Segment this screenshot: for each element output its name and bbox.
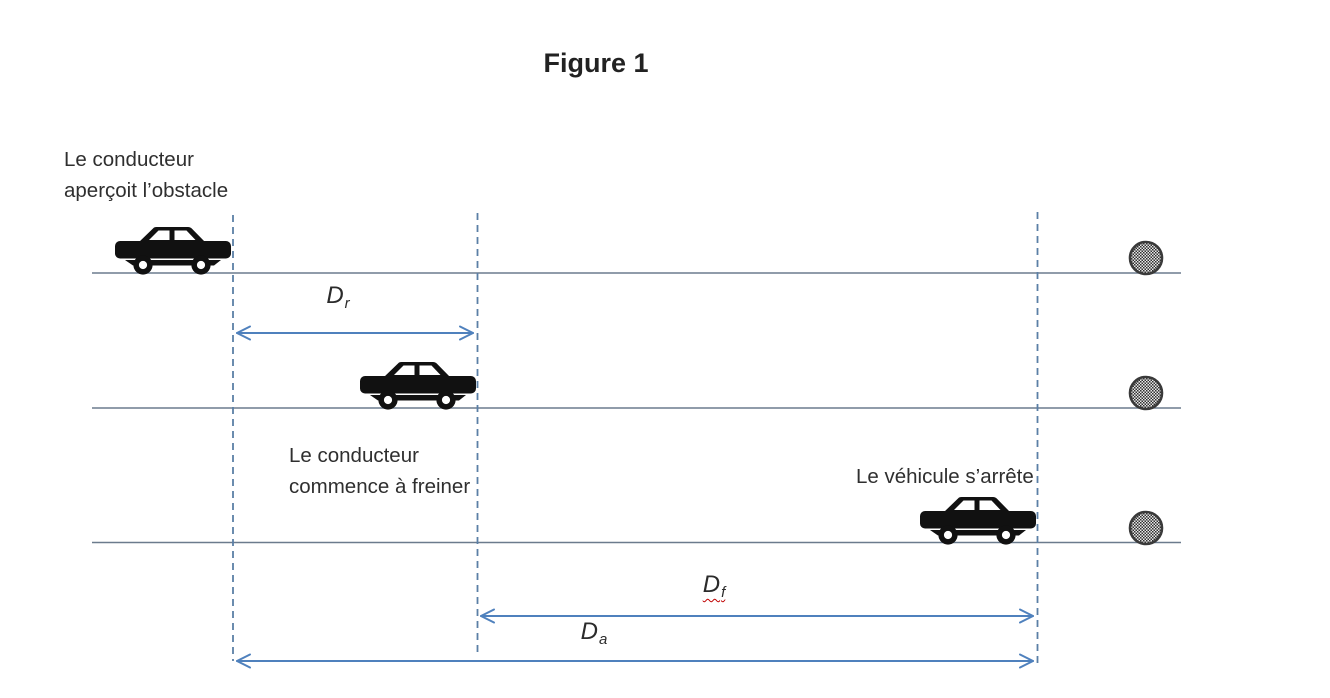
- car-sees-obstacle: [115, 227, 231, 275]
- car-stopped: [920, 497, 1036, 545]
- label-stopping-distance: Da: [564, 618, 624, 648]
- distance-symbol: D: [580, 618, 598, 645]
- distance-symbol: D: [326, 282, 344, 309]
- car-starts-braking: [360, 362, 476, 410]
- obstacle-lane-2: [1128, 375, 1164, 411]
- annotation-line: Le conducteur: [289, 444, 419, 467]
- braking-distance-text: Df: [702, 571, 726, 601]
- distance-symbol: D: [702, 571, 721, 598]
- braking-distance-arrow: [480, 608, 1034, 624]
- stopping-distance-arrow: [236, 653, 1034, 669]
- annotation-starts-braking: Le conducteur commence à freiner: [289, 440, 470, 502]
- annotation-line: Le véhicule s’arrête: [856, 465, 1034, 488]
- distance-subscript: r: [344, 295, 350, 312]
- reaction-distance-arrow: [236, 325, 474, 341]
- label-reaction-distance: Dr: [308, 282, 368, 312]
- annotation-sees-obstacle: Le conducteur aperçoit l’obstacle: [64, 144, 228, 206]
- distance-subscript: f: [721, 584, 726, 601]
- distance-subscript: a: [599, 631, 608, 648]
- figure-title: Figure 1: [543, 48, 649, 78]
- annotation-line: commence à freiner: [289, 475, 471, 498]
- obstacle-lane-1: [1128, 240, 1164, 276]
- annotation-vehicle-stops: Le véhicule s’arrête: [856, 461, 1034, 492]
- annotation-line: aperçoit l’obstacle: [64, 179, 229, 202]
- obstacle-lane-3: [1128, 510, 1164, 546]
- label-braking-distance: Df: [684, 571, 744, 601]
- annotation-line: Le conducteur: [64, 148, 194, 171]
